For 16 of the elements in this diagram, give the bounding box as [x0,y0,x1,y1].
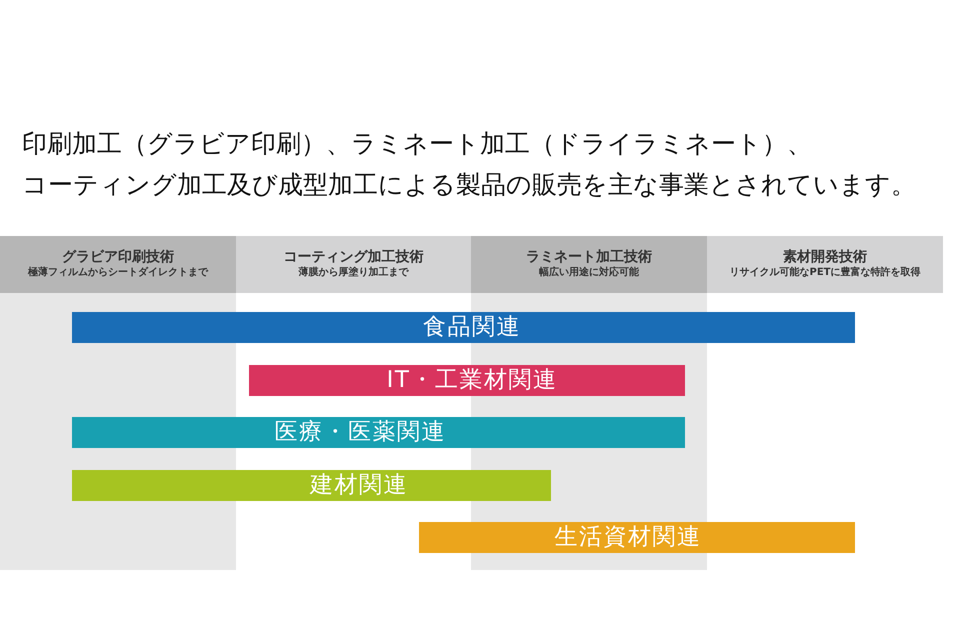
category-bar: 食品関連 [72,312,855,343]
column-heading: コーティング加工技術 [284,248,424,266]
column-heading: ラミネート加工技術 [526,248,652,266]
column-header [707,236,943,293]
category-bar: 生活資材関連 [419,522,855,553]
category-bar: 医療・医薬関連 [72,417,685,448]
column-subheading: 薄膜から厚塗り加工まで [298,266,408,280]
category-bar: IT・工業材関連 [249,365,685,396]
column-heading: 素材開発技術 [783,248,867,266]
column-subheading: 幅広い用途に対応可能 [539,266,639,280]
column-heading: グラビア印刷技術 [62,248,174,266]
column-header [236,236,471,293]
column-subheading: リサイクル可能なPETに豊富な特許を取得 [730,266,920,280]
category-bar: 建材関連 [72,470,551,501]
title: 印刷加工（グラビア印刷）、ラミネート加工（ドライラミネート）、コーティング加工及び成型加工による製品の販売を主な事業とされています。 [22,128,917,201]
column-subheading: 極薄フィルムからシートダイレクトまで [28,266,208,280]
